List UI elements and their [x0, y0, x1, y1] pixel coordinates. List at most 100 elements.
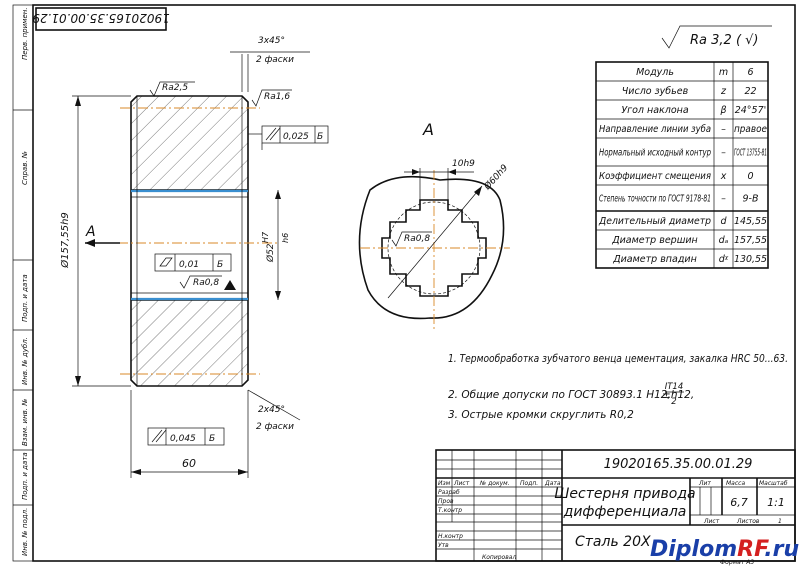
- bore-diameter-dim: Ø52: [265, 243, 276, 263]
- spline-hole: [381, 199, 487, 297]
- param-sym-4: –: [721, 148, 726, 159]
- part-name-1: Шестерня привода: [554, 486, 695, 502]
- col-scale: Масштаб: [759, 480, 788, 487]
- sheets-count: 1: [778, 518, 782, 525]
- side-stamp-strip: Перв. примен. Справ. № Подп. и дата Инв.…: [12, 4, 34, 562]
- ra-bore-dim: Ra0,8: [193, 278, 219, 288]
- param-sym-0: m: [719, 67, 728, 78]
- param-val-3: правое: [734, 124, 767, 135]
- runout-top-datum: Б: [317, 132, 323, 142]
- role-prov: Пров: [438, 498, 454, 505]
- runout-bottom-datum: Б: [209, 434, 215, 444]
- role-utv: Утв: [438, 542, 449, 549]
- param-sym-8: dₐ: [719, 235, 729, 246]
- chamfer-bottom-dim: 2x45°: [258, 405, 285, 415]
- format-label: Формат А3: [720, 559, 754, 566]
- mass-value: 6,7: [730, 496, 748, 509]
- sheets-label: Листов: [736, 518, 760, 525]
- param-val-6: 9-В: [743, 194, 759, 205]
- role-nkontr: Н.контр: [438, 533, 463, 540]
- spline-ra-dim: Ra0,8: [404, 234, 430, 244]
- stamp-sprav: Справ. №: [21, 151, 29, 185]
- outer-diameter-dim: Ø157,55h9: [59, 212, 71, 269]
- hdr-date: Дата: [544, 480, 561, 487]
- flatness-frame: 0,01 Б: [154, 253, 232, 272]
- stamp-podp2: Подп. и дата: [21, 452, 29, 500]
- role-tkontr: Т.контр: [438, 507, 462, 514]
- hdr-izm: Изм: [438, 480, 451, 487]
- note-2-tol-bottom: 2: [671, 397, 676, 407]
- param-val-2: 24°57': [735, 105, 767, 116]
- param-name-2: Угол наклона: [621, 105, 689, 116]
- roughness-general-text: Ra 3,2 ( √): [690, 33, 759, 48]
- technical-notes: 1. Термообработка зубчатого венца цемент…: [448, 353, 788, 421]
- note-1: 1. Термообработка зубчатого венца цемент…: [448, 353, 788, 365]
- param-val-1: 22: [744, 86, 756, 97]
- ra-top-right-dim: Ra1,6: [264, 92, 290, 102]
- param-sym-7: d: [720, 216, 727, 227]
- runout-bottom-frame: 0,045 Б: [147, 427, 225, 446]
- param-name-5: Коэффициент смещения: [599, 171, 711, 182]
- param-sym-1: z: [720, 86, 727, 97]
- note-2-pm: ±: [662, 389, 671, 401]
- title-designation: 19020165.35.00.01.29: [604, 457, 753, 472]
- param-val-7: 145,55: [734, 216, 767, 227]
- flatness-value: 0,01: [179, 260, 199, 270]
- gear-section-view: [100, 95, 280, 387]
- watermark-accent: RF: [737, 537, 769, 562]
- section-a-label: A: [422, 120, 434, 139]
- mirrored-designation: 19020165.35.00.01.29: [32, 7, 170, 31]
- param-name-8: Диаметр вершин: [611, 235, 698, 246]
- general-roughness: Ra 3,2 ( √): [661, 25, 772, 49]
- param-sym-6: –: [721, 194, 726, 205]
- watermark-logo: DiplomRF.ru: [650, 537, 799, 562]
- stamp-perv: Перв. примен.: [21, 7, 29, 60]
- col-lit: Лит: [698, 480, 711, 487]
- param-sym-5: x: [720, 171, 727, 182]
- flatness-datum: Б: [217, 260, 223, 270]
- param-name-9: Диаметр впадин: [612, 254, 697, 265]
- stamp-inv-dubl: Инв. № дубл.: [21, 337, 29, 385]
- param-name-4: Нормальный исходный контур: [599, 148, 711, 159]
- hdr-list: Лист: [453, 480, 470, 487]
- section-a-view: A Ø60h9 Ra0,8 10h9: [358, 120, 510, 330]
- ra-top-dim: Ra2,5: [162, 83, 188, 93]
- bore-fit-bottom: h6: [281, 233, 290, 243]
- stamp-inv-podl: Инв. № подл.: [21, 508, 29, 556]
- runout-top-frame: 0,025 Б: [261, 125, 329, 144]
- svg-text:DiplomRF.ru: DiplomRF.ru: [650, 537, 799, 562]
- param-val-0: 6: [747, 67, 753, 78]
- bore-fit-top: H7: [261, 231, 270, 243]
- param-name-0: Модуль: [636, 67, 674, 78]
- param-sym-3: –: [721, 124, 726, 135]
- copied-label: Копировал: [482, 554, 516, 561]
- chamfer-top-note: 2 фаски: [256, 55, 294, 65]
- param-name-6: Степень точности по ГОСТ 9178-81: [599, 194, 711, 205]
- role-razrab: Разраб: [438, 489, 460, 496]
- width-dim: 60: [182, 457, 196, 470]
- material-text: Сталь 20Х: [575, 534, 651, 550]
- note-2: 2. Общие допуски по ГОСТ 30893.1 H12,h12…: [448, 389, 694, 401]
- scale-value: 1:1: [767, 496, 785, 509]
- stamp-vzam: Взам. инв. №: [21, 398, 29, 446]
- chamfer-top-dim: 3x45°: [258, 36, 285, 46]
- param-val-4: ГОСТ 13755-81: [734, 148, 767, 159]
- gear-dimensions: Ø157,55h9 60 A 3x45° 2 фаски Ra2,5 Ra1,6: [59, 36, 329, 478]
- param-name-7: Делительный диаметр: [598, 216, 711, 227]
- col-mass: Масса: [726, 480, 745, 487]
- param-name-3: Направление линии зуба: [599, 124, 711, 135]
- spline-width-dim: 10h9: [452, 159, 475, 169]
- spline-dia-dim: Ø60h9: [481, 162, 510, 193]
- param-val-5: 0: [747, 171, 753, 182]
- param-val-9: 130,55: [734, 254, 767, 265]
- note-2-tol-top: IT14: [665, 382, 684, 392]
- chamfer-bottom-note: 2 фаски: [256, 422, 294, 432]
- param-sym-2: β: [719, 105, 726, 116]
- hdr-sign: Подп.: [520, 480, 538, 487]
- section-outline: [358, 175, 505, 320]
- watermark-prefix: Diplom: [650, 537, 737, 562]
- runout-bottom-value: 0,045: [170, 434, 196, 444]
- param-sym-9: dᵡ: [719, 254, 729, 265]
